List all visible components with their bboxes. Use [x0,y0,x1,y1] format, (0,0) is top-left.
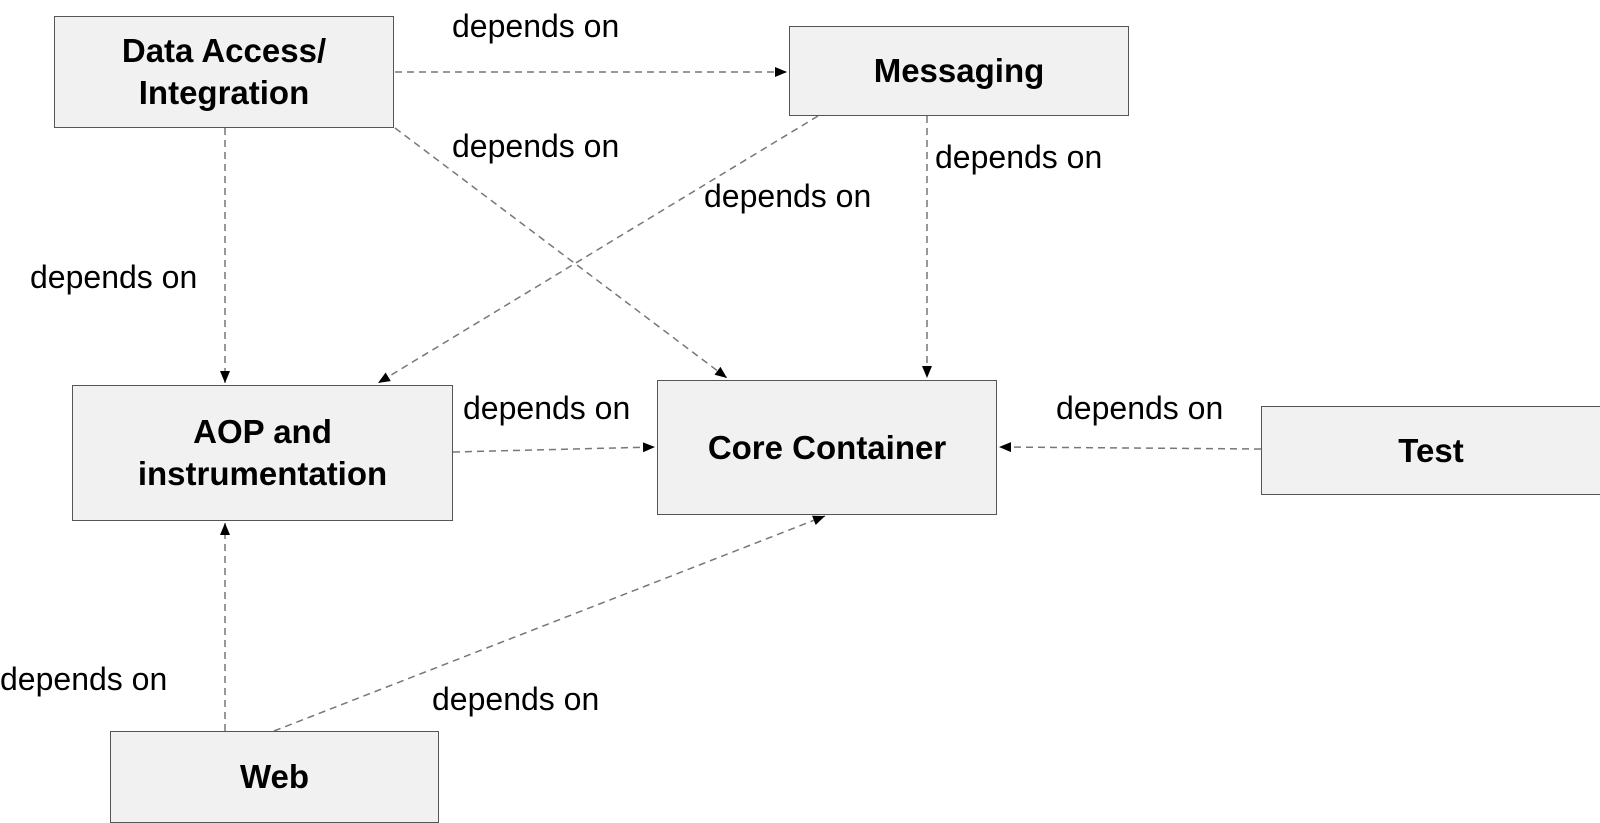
aop-instrumentation-box: AOP and instrumentation [72,385,453,521]
messaging-label: Messaging [873,52,1045,89]
web-label: Web [239,758,310,795]
data-access-integration-label: Data Access/ Integration [121,32,327,111]
edge-label-web-to-aop: depends on [0,661,168,697]
edge-data-to-core [394,127,728,379]
edge-label-data-to-core: depends on [452,128,620,164]
edge-label-messaging-to-core: depends on [935,139,1103,175]
edge-label-data-to-aop: depends on [30,259,198,295]
edge-label-web-to-core: depends on [432,681,600,717]
aop-instrumentation-label: AOP and instrumentation [137,413,388,492]
edge-aop-to-core [452,442,656,453]
messaging-box: Messaging [789,26,1129,116]
edge-label-data-to-messaging: depends on [452,8,620,44]
core-container-label: Core Container [707,428,947,466]
edge-test-to-core [998,442,1262,453]
web-box: Web [110,731,439,823]
edge-label-aop-to-core: depends on [463,390,631,426]
test-box: Test [1261,406,1600,495]
test-label: Test [1398,431,1464,469]
data-access-integration-box: Data Access/ Integration [54,16,394,128]
edge-messaging-to-aop [377,115,819,384]
edge-label-messaging-to-aop: depends on [704,178,872,214]
edge-web-to-core [273,515,826,732]
core-container-box: Core Container [657,380,997,515]
edge-label-test-to-core: depends on [1056,390,1224,426]
